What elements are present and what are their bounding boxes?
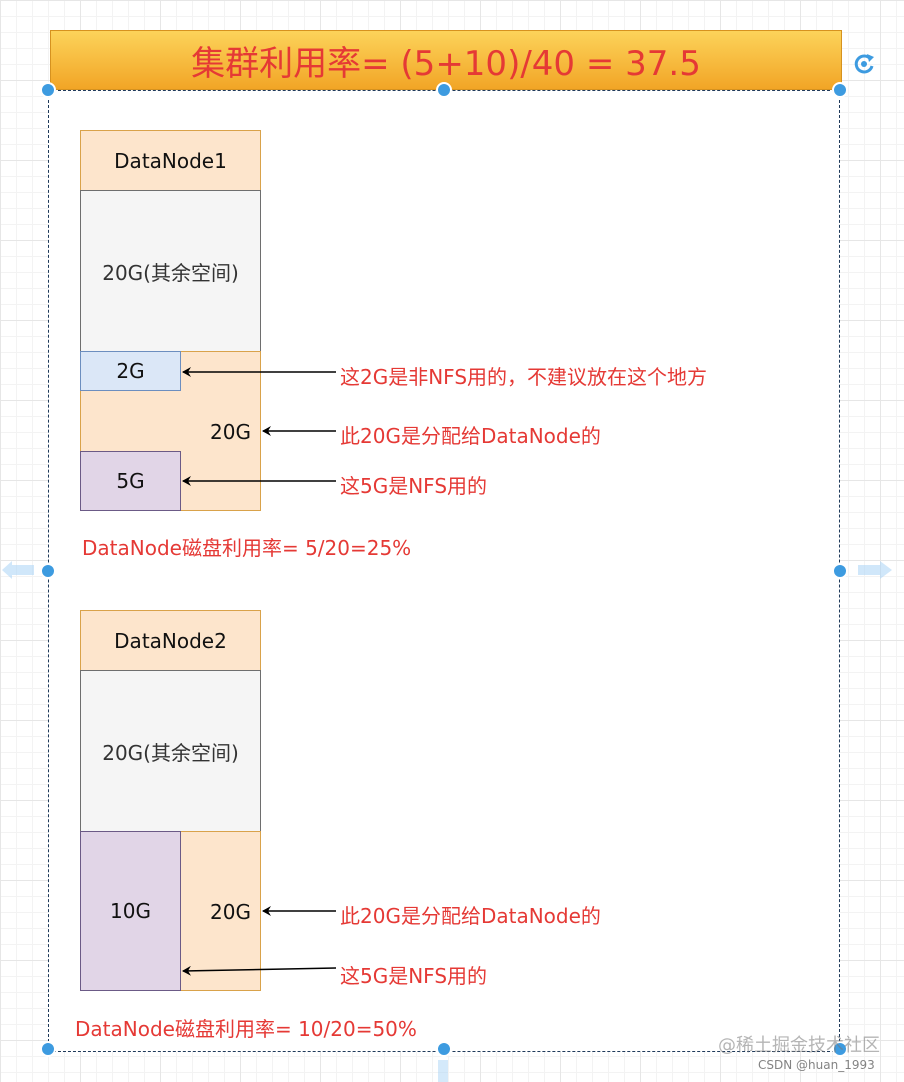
datanode1-remaining-space[interactable]: 20G(其余空间): [80, 190, 261, 352]
datanode1-nfs-annotation[interactable]: 这5G是NFS用的: [340, 474, 488, 498]
cluster-utilization-title[interactable]: 集群利用率= (5+10)/40 = 37.5: [50, 30, 842, 90]
datanode1-header[interactable]: DataNode1: [80, 130, 261, 191]
datanode1-non-nfs-annotation[interactable]: 这2G是非NFS用的，不建议放在这个地方: [340, 365, 708, 389]
rotate-icon[interactable]: [850, 50, 878, 78]
datanode2-header[interactable]: DataNode2: [80, 610, 261, 671]
credit-text: CSDN @huan_1993: [758, 1058, 875, 1072]
resize-handle-bottom[interactable]: [436, 1041, 452, 1057]
arrow-left-icon: [2, 561, 34, 579]
datanode1-non-nfs-block[interactable]: 2G: [80, 351, 181, 391]
datanode2-nfs-block[interactable]: 10G: [80, 831, 181, 991]
datanode1-usage-text[interactable]: DataNode磁盘利用率= 5/20=25%: [82, 536, 412, 560]
watermark-text: @稀土掘金技术社区: [718, 1035, 880, 1056]
datanode2-nfs-annotation[interactable]: 这5G是NFS用的: [340, 964, 488, 988]
arrow-right-icon: [858, 561, 892, 579]
datanode2-allocated-label: 20G: [210, 900, 251, 924]
resize-handle-top[interactable]: [436, 82, 452, 98]
selection-frame: [48, 90, 840, 1052]
datanode1-allocated-label: 20G: [210, 420, 251, 444]
datanode2-allocated-annotation[interactable]: 此20G是分配给DataNode的: [340, 904, 601, 928]
resize-handle-left[interactable]: [40, 563, 56, 579]
datanode1-nfs-block[interactable]: 5G: [80, 451, 181, 511]
arrow-to-datanode2-nfs: [182, 965, 337, 976]
arrow-down-icon: [438, 1060, 448, 1082]
datanode2-usage-text[interactable]: DataNode磁盘利用率= 10/20=50%: [75, 1017, 417, 1041]
resize-handle-bottom-right[interactable]: [832, 1041, 848, 1057]
resize-handle-top-left[interactable]: [40, 82, 56, 98]
resize-handle-top-right[interactable]: [832, 82, 848, 98]
resize-handle-right[interactable]: [832, 563, 848, 579]
resize-handle-bottom-left[interactable]: [40, 1041, 56, 1057]
datanode1-allocated-annotation[interactable]: 此20G是分配给DataNode的: [340, 424, 601, 448]
